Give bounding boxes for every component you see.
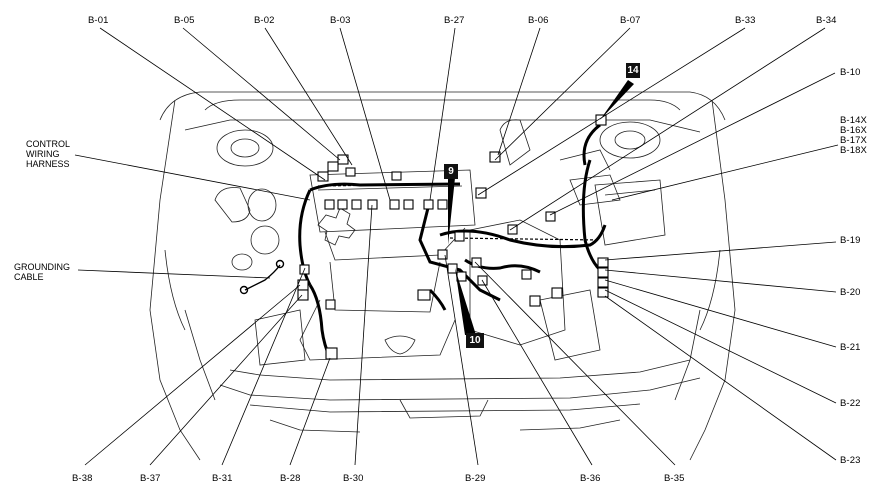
badge-14: 14	[626, 63, 640, 78]
label-b35: B-35	[664, 473, 685, 484]
label-b07: B-07	[620, 15, 641, 26]
badge-9: 9	[444, 164, 458, 179]
label-b30: B-30	[343, 473, 364, 484]
label-b33: B-33	[735, 15, 756, 26]
badge-10: 10	[466, 333, 484, 348]
label-b16x: B-16X	[840, 125, 867, 136]
grounding-cable-note: GROUNDING CABLE	[14, 262, 70, 282]
label-b14x: B-14X	[840, 115, 867, 126]
label-b28: B-28	[280, 473, 301, 484]
label-b17x: B-17X	[840, 135, 867, 146]
label-b31: B-31	[212, 473, 233, 484]
ground-line-1: GROUNDING	[14, 262, 70, 272]
label-b37: B-37	[140, 473, 161, 484]
label-b01: B-01	[88, 15, 109, 26]
label-b20: B-20	[840, 287, 861, 298]
ground-line-2: CABLE	[14, 272, 44, 282]
label-b23: B-23	[840, 455, 861, 466]
label-b27: B-27	[444, 15, 465, 26]
label-b19: B-19	[840, 235, 861, 246]
label-b22: B-22	[840, 398, 861, 409]
label-b06: B-06	[528, 15, 549, 26]
label-b02: B-02	[254, 15, 275, 26]
control-line-2: WIRING	[26, 149, 60, 159]
label-b21: B-21	[840, 342, 861, 353]
control-wiring-harness-note: CONTROL WIRING HARNESS	[26, 139, 70, 169]
label-b29: B-29	[465, 473, 486, 484]
control-line-3: HARNESS	[26, 159, 70, 169]
label-b18x: B-18X	[840, 145, 867, 156]
label-b05: B-05	[174, 15, 195, 26]
label-b38: B-38	[72, 473, 93, 484]
label-b03: B-03	[330, 15, 351, 26]
label-b34: B-34	[816, 15, 837, 26]
control-line-1: CONTROL	[26, 139, 71, 149]
label-b36: B-36	[580, 473, 601, 484]
label-b10: B-10	[840, 67, 861, 78]
